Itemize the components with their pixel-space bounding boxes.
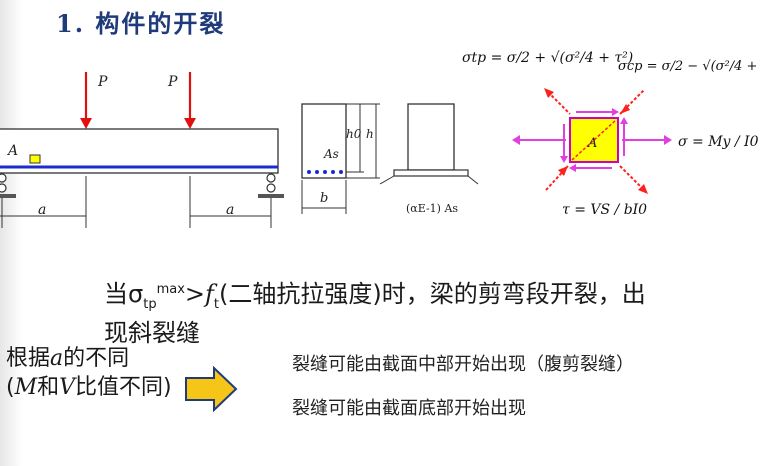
principal-arrow-se xyxy=(619,165,645,191)
load-arrow-1-head xyxy=(80,118,92,129)
simply-supported-beam: A xyxy=(0,128,279,174)
principal-arrow-se-head xyxy=(638,184,648,194)
stress-element: A xyxy=(512,88,672,194)
left-note-4: 和 xyxy=(37,375,60,400)
background-strip xyxy=(0,0,22,466)
sigma-arrow-left-head xyxy=(512,135,520,145)
load-arrows: P P xyxy=(80,72,196,129)
left-note-5: 比值不同) xyxy=(75,375,172,400)
formula-sigma-tp: σtp = σ/2 + √(σ²/4 + τ²) xyxy=(462,50,633,66)
load-arrow-2-head xyxy=(184,118,196,129)
para-mid: >f xyxy=(184,280,214,308)
tau-left-head xyxy=(560,156,568,163)
para-sub2: t xyxy=(213,296,220,312)
element-label: A xyxy=(587,136,597,151)
span-label-2: a xyxy=(226,202,234,218)
formula-sigma-cp: σcp = σ/2 − √(σ²/4 + τ²) xyxy=(618,59,760,74)
case-web-shear-crack: 裂缝可能由截面中部开始出现（腹剪裂缝） xyxy=(292,354,634,375)
principal-arrow-nw xyxy=(547,91,571,115)
rebar-dot-2 xyxy=(315,170,319,174)
left-support-roller xyxy=(0,173,7,183)
load-label-2: P xyxy=(167,74,178,90)
para-sup: max xyxy=(156,282,185,297)
rebar-dot-5 xyxy=(339,170,343,174)
right-support-roller-2 xyxy=(266,183,276,193)
section-rectangle xyxy=(301,103,347,179)
principal-arrow-ne-head xyxy=(620,104,630,114)
beam-supports xyxy=(0,173,284,198)
left-note-3: ( xyxy=(6,375,15,400)
principal-arrow-sw-head xyxy=(558,166,568,176)
rebar-dot-1 xyxy=(307,170,311,174)
page-title: 1. 构件的开裂 xyxy=(56,9,226,38)
formula-tau: τ = VS / bI0 xyxy=(562,202,647,218)
load-label-1: P xyxy=(97,74,108,90)
left-note-1: 根据 xyxy=(6,346,51,371)
flange-slope-1 xyxy=(379,175,395,185)
transformed-label: (αE-1) As xyxy=(406,202,458,215)
right-support-roller xyxy=(266,173,276,183)
section-as-label: As xyxy=(323,147,339,161)
span-dimensions xyxy=(0,176,272,228)
para-prefix: 当σ xyxy=(104,280,144,308)
left-note: 根据a的不同 (M和V比值不同) xyxy=(6,344,178,402)
section-b-label: b xyxy=(320,191,328,206)
formula-sigma: σ = My / I0 xyxy=(678,134,759,150)
rebar-dot-4 xyxy=(331,170,335,174)
beam-element-a xyxy=(29,154,41,164)
left-support-roller-2 xyxy=(0,183,7,193)
transformed-flange xyxy=(393,169,469,177)
rebar-dot-3 xyxy=(323,170,327,174)
beam-and-stress-diagram: A P P a a As xyxy=(0,50,760,228)
cracking-condition-text: 当σtpmax>ft(二轴抗拉强度)时，梁的剪弯段开裂，出现斜裂缝 xyxy=(104,276,664,347)
element-square xyxy=(569,117,619,163)
tau-top-head xyxy=(612,108,619,116)
sigma-arrow-right-head xyxy=(664,135,672,145)
tau-bottom-head xyxy=(569,164,576,172)
para-sub: tp xyxy=(143,296,157,312)
span-label-1: a xyxy=(38,202,46,218)
principal-arrow-nw-head xyxy=(544,88,554,98)
tau-right-head xyxy=(620,117,628,124)
left-note-2: 的不同 xyxy=(63,346,130,371)
left-support-base xyxy=(0,194,16,198)
para-rest: (二轴抗拉强度)时，梁的剪弯段开裂，出现斜裂缝 xyxy=(104,280,646,347)
left-note-m: M xyxy=(14,375,38,400)
section-h-label: h xyxy=(366,127,374,141)
flange-slope-2 xyxy=(467,175,479,185)
beam-point-label: A xyxy=(6,143,18,159)
right-support-base xyxy=(258,194,284,198)
transformed-web xyxy=(407,103,455,171)
right-arrow-icon xyxy=(185,366,238,412)
case-bottom-crack: 裂缝可能由截面底部开始出现 xyxy=(292,398,526,419)
left-note-a: a xyxy=(50,346,64,371)
section-h0-label: h0 xyxy=(346,127,362,141)
transformed-section: (αE-1) As xyxy=(379,103,479,215)
left-note-v: V xyxy=(59,375,76,400)
beam-cross-section: As h0 h b xyxy=(301,103,380,214)
